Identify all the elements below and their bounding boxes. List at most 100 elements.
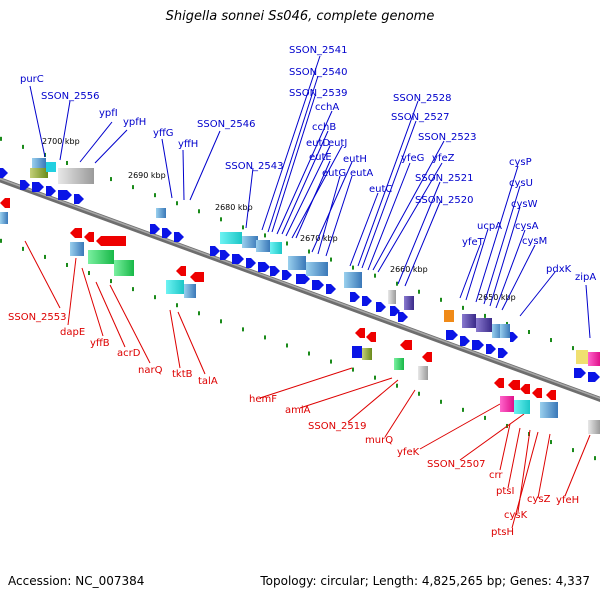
track-dot	[22, 246, 24, 251]
track-dot	[0, 136, 2, 141]
track-dot	[154, 295, 156, 300]
gene-feature-box	[88, 250, 114, 264]
gene-feature-box	[462, 314, 476, 328]
gene-feature-box	[166, 280, 184, 294]
track-dot	[550, 338, 552, 343]
gene-label: tktB	[172, 369, 193, 380]
forward-gene-arrow	[588, 372, 600, 382]
track-dot	[88, 271, 90, 276]
gene-label: crr	[489, 470, 503, 481]
gene-label: yfeT	[462, 237, 485, 248]
forward-gene-arrow	[74, 194, 84, 204]
gene-label: cysZ	[527, 494, 551, 505]
track-dot	[374, 273, 376, 278]
gene-feature-box	[114, 260, 134, 276]
top-leader-lines	[29, 55, 591, 339]
forward-gene-arrow	[270, 266, 280, 276]
gene-feature-box	[514, 400, 530, 414]
forward-gene-arrow	[510, 332, 518, 342]
gene-feature-box	[0, 212, 8, 224]
gene-label: SSON_2507	[427, 459, 486, 470]
gene-label: SSON_2527	[391, 112, 450, 123]
gene-label: ptsH	[491, 527, 514, 538]
track-dot	[66, 160, 68, 165]
gene-label: eutA	[350, 168, 373, 179]
track-dot	[154, 193, 156, 198]
forward-gene-arrow	[350, 292, 360, 302]
gene-label: SSON_2546	[197, 119, 256, 130]
gene-label: SSON_2539	[289, 88, 348, 99]
reverse-gene-arrow	[422, 352, 432, 362]
forward-gene-arrow	[258, 262, 270, 272]
scale-tick-label: 2700 kbp	[42, 137, 80, 146]
track-dot	[418, 289, 420, 294]
forward-gene-arrow	[362, 296, 372, 306]
gene-label: yfeZ	[432, 153, 455, 164]
track-dot	[110, 279, 112, 284]
forward-gene-arrow	[210, 246, 220, 256]
gene-feature-box	[220, 232, 242, 244]
gene-label: cysU	[509, 178, 533, 189]
gene-label: amiA	[285, 405, 311, 416]
track-dot	[528, 330, 530, 334]
gene-label: SSON_2521	[415, 173, 474, 184]
reverse-gene-arrow	[0, 198, 10, 208]
track-dot	[374, 375, 376, 380]
track-dot	[330, 257, 332, 262]
gene-label: eutH	[343, 154, 367, 165]
genome-backbone	[0, 177, 600, 403]
gene-label: yfeK	[397, 447, 420, 458]
gene-feature-box	[500, 324, 510, 338]
gene-label: SSON_2541	[289, 45, 348, 56]
gene-label: yfeH	[556, 495, 579, 506]
reverse-gene-arrow	[70, 228, 82, 238]
bottom-leader-lines	[24, 240, 591, 529]
gene-feature-box	[70, 242, 84, 256]
gene-feature-box	[306, 262, 328, 276]
gene-features	[0, 158, 600, 434]
track-dot	[132, 185, 134, 190]
reverse-gene-arrow	[176, 266, 186, 276]
gene-feature-box	[184, 284, 196, 298]
track-dot	[198, 209, 200, 214]
gene-label: ucpA	[477, 221, 502, 232]
gene-feature-box	[540, 402, 558, 418]
gene-label: yffH	[178, 139, 198, 150]
gene-label: SSON_2553	[8, 312, 67, 323]
gene-label: yfeG	[401, 153, 424, 164]
accession-text: Accession: NC_007384	[8, 574, 145, 588]
gene-feature-box	[500, 396, 514, 412]
scale-tick-label: 2650 kbp	[478, 293, 516, 302]
gene-label: eutG	[322, 168, 346, 179]
forward-gene-arrow	[498, 348, 508, 358]
forward-gene-arrow	[312, 280, 324, 290]
gene-label: ypfI	[99, 108, 118, 119]
reverse-gene-arrow	[532, 388, 542, 398]
gene-label: pdxK	[546, 264, 572, 275]
gene-feature-box	[362, 348, 372, 360]
gene-feature-box	[46, 162, 56, 172]
forward-gene-arrow	[32, 182, 44, 192]
forward-gene-arrow	[20, 180, 30, 190]
gene-label: SSON_2556	[41, 91, 100, 102]
track-dot	[594, 456, 596, 461]
gene-feature-box	[156, 208, 166, 218]
gene-label: SSON_2519	[308, 421, 367, 432]
forward-gene-arrow	[472, 340, 484, 350]
track-dot	[572, 346, 574, 351]
gene-label: cysP	[509, 157, 532, 168]
gene-label: yffG	[153, 128, 174, 139]
track-dot	[176, 201, 178, 206]
track-dot	[44, 254, 46, 259]
gene-label: eutE	[309, 152, 332, 163]
gene-label: SSON_2520	[415, 195, 474, 206]
track-dot	[484, 313, 486, 318]
forward-gene-arrow	[220, 250, 230, 260]
gene-feature-box	[388, 290, 396, 304]
scale-tick-label: 2670 kbp	[300, 234, 338, 243]
track-dot	[462, 407, 464, 412]
track-dot	[22, 144, 24, 149]
track-dot	[440, 399, 442, 404]
gene-label: ypfH	[123, 117, 146, 128]
